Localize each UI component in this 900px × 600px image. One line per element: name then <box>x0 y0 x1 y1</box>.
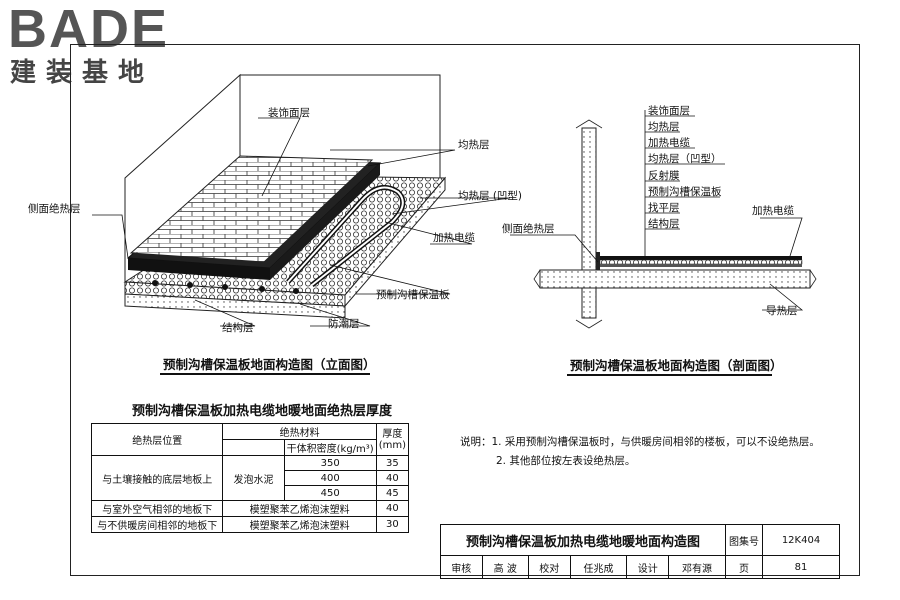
wall-break-bottom <box>575 319 603 329</box>
right-leader-lines <box>510 110 804 311</box>
side-wall-edge <box>240 74 441 178</box>
label-decor-layer: 装饰面层 <box>268 106 310 119</box>
label-heating-cable: 加热电缆 <box>433 231 475 244</box>
tb-check-label: 校对 <box>528 555 571 579</box>
notes: 说明：1. 采用预制沟槽保温板时，与供暖房间相邻的楼板，可以不设绝热层。 2. … <box>460 433 820 471</box>
slab-break-right <box>809 269 817 289</box>
even-heat-front <box>128 258 270 280</box>
tb-atlas-no: 12K404 <box>762 524 840 556</box>
tb-title: 预制沟槽保温板加热电缆地暖地面构造图 <box>440 524 726 556</box>
section-diagram: 装饰面层 均热层 加热电缆 均热层（凹型） 反射膜 预制沟槽保温板 找平层 结构… <box>502 104 817 376</box>
tb-review-label: 审核 <box>440 555 483 579</box>
row1-thickness-2: 40 <box>375 470 410 486</box>
section-label-8: 结构层 <box>648 217 680 230</box>
section-label-2: 均热层 <box>648 120 680 133</box>
row1-density-2: 400 <box>283 470 377 486</box>
left-leader-lines <box>92 117 511 327</box>
slab-break-left <box>533 269 541 289</box>
row3-thickness: 30 <box>375 516 410 533</box>
wall-break-top <box>575 119 603 129</box>
tb-page-no: 81 <box>762 555 840 579</box>
tb-design-label: 设计 <box>626 555 670 579</box>
tb-atlas-label: 图集号 <box>725 524 763 556</box>
section-label-5: 反射膜 <box>648 169 680 182</box>
row1-density-1: 350 <box>283 455 377 471</box>
title-block: 预制沟槽保温板加热电缆地暖地面构造图 图集号 12K404 审核 高 波 校对 … <box>440 524 840 579</box>
tb-designer: 邓有源 <box>668 555 726 579</box>
section-label-4: 均热层（凹型） <box>648 152 722 165</box>
section-decor-layer <box>600 256 802 260</box>
tb-page-label: 页 <box>725 555 763 579</box>
heating-cable-line <box>287 186 404 286</box>
section-label-7: 找平层 <box>648 201 680 214</box>
row3-position: 与不供暖房间相邻的地板下 <box>90 516 224 533</box>
label-grooved-board: 预制沟槽保温板 <box>376 288 450 301</box>
row1-position: 与土壤接触的底层地板上 <box>90 455 224 501</box>
section-leveling-layer <box>600 264 802 267</box>
th-position: 绝热层位置 <box>90 423 224 456</box>
section-label-cable: 加热电缆 <box>752 204 794 217</box>
th-thickness-text: 厚度 <box>382 428 403 440</box>
left-caption: 预制沟槽保温板地面构造图（立面图） <box>163 357 376 372</box>
section-label-heat-guide: 导热层 <box>766 304 798 317</box>
even-heat-side <box>270 163 380 280</box>
section-label-3: 加热电缆 <box>648 136 690 149</box>
section-label-1: 装饰面层 <box>648 104 690 117</box>
th-material: 绝热材料 <box>222 423 377 440</box>
th-material-type <box>222 439 285 456</box>
tb-checker: 任兆成 <box>569 555 628 579</box>
note-1: 说明：1. 采用预制沟槽保温板时，与供暖房间相邻的楼板，可以不设绝热层。 <box>460 436 820 448</box>
row2-thickness: 40 <box>375 500 410 517</box>
th-thickness: 厚度 (mm) <box>375 423 410 456</box>
row3-material: 模塑聚苯乙烯泡沫塑料 <box>222 516 377 533</box>
section-wall <box>581 127 597 319</box>
brand-subtitle: 建装基地 <box>10 58 155 88</box>
row2-position: 与室外空气相邻的地板下 <box>90 500 224 517</box>
th-thickness-unit: (mm) <box>378 439 406 451</box>
row1-thickness-3: 45 <box>375 485 410 501</box>
right-caption: 预制沟槽保温板地面构造图（剖面图） <box>570 358 783 373</box>
row1-thickness-1: 35 <box>375 455 410 471</box>
note-2: 2. 其他部位按左表设绝热层。 <box>496 455 636 467</box>
label-even-heat-groove: 均热层 (凹型) <box>458 189 522 202</box>
row1-density-3: 450 <box>283 485 377 501</box>
th-density: 干体积密度(kg/m³) <box>283 439 377 456</box>
insulation-table: 绝热层位置 绝热材料 厚度 (mm) 干体积密度(kg/m³) 与土壤接触的底层… <box>90 423 410 533</box>
section-label-6: 预制沟槽保温板 <box>648 185 722 198</box>
board-bumps <box>152 280 299 294</box>
row2-material: 模塑聚苯乙烯泡沫塑料 <box>222 500 377 517</box>
brand-logo: BADE <box>8 0 170 59</box>
section-board-layer <box>599 259 803 265</box>
label-structure-layer: 结构层 <box>222 321 254 334</box>
decor-surface <box>129 155 374 263</box>
label-side-insulation: 侧面绝热层 <box>28 202 81 215</box>
tb-reviewer: 高 波 <box>481 555 530 579</box>
row1-material: 发泡水泥 <box>222 455 285 501</box>
label-even-heat: 均热层 <box>458 138 490 151</box>
table-title: 预制沟槽保温板加热电缆地暖地面绝热层厚度 <box>132 403 393 419</box>
section-slab <box>539 269 811 289</box>
section-label-side-insulation: 侧面绝热层 <box>502 222 555 235</box>
label-moisture-layer: 防潮层 <box>328 317 360 330</box>
isometric-floor-diagram: 装饰面层 均热层 均热层 (凹型) 侧面绝热层 加热电缆 预制沟槽保温板 防潮层… <box>28 73 522 375</box>
